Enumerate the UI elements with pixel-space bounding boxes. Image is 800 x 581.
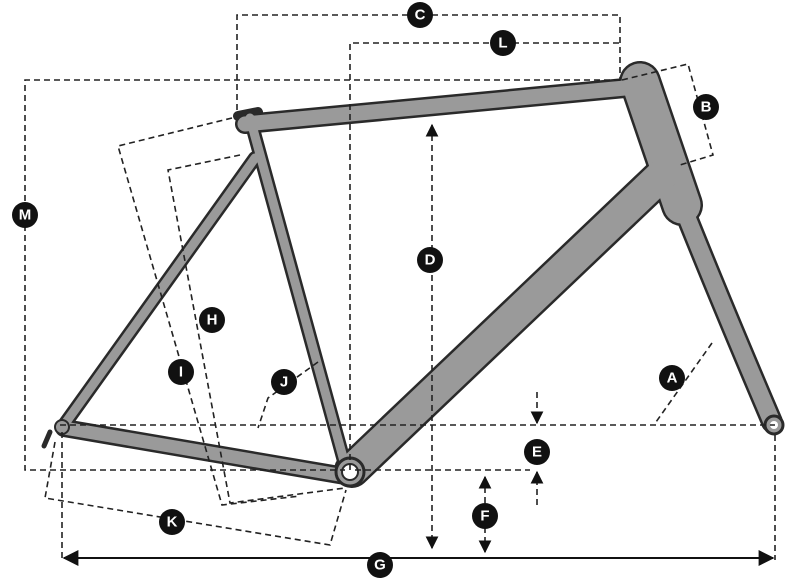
dim-m xyxy=(24,79,620,471)
label-c: C xyxy=(407,2,433,28)
svg-text:C: C xyxy=(415,7,426,24)
dim-c xyxy=(236,14,621,110)
dimension-lines xyxy=(24,14,776,566)
label-k: K xyxy=(159,509,185,535)
svg-text:J: J xyxy=(280,374,288,391)
label-g: G xyxy=(367,552,393,578)
svg-text:I: I xyxy=(179,364,183,381)
svg-text:H: H xyxy=(207,312,218,329)
svg-text:A: A xyxy=(667,370,678,387)
svg-text:L: L xyxy=(498,35,507,52)
dim-i xyxy=(116,117,301,506)
label-l: L xyxy=(490,30,516,56)
label-e: E xyxy=(524,439,550,465)
label-a: A xyxy=(659,365,685,391)
dim-h xyxy=(167,154,346,504)
label-h: H xyxy=(199,307,225,333)
label-b: B xyxy=(693,94,719,120)
dim-k xyxy=(44,441,347,546)
dim-j xyxy=(257,361,319,429)
label-i: I xyxy=(168,359,194,385)
svg-text:G: G xyxy=(374,557,386,574)
svg-text:K: K xyxy=(167,514,178,531)
svg-text:B: B xyxy=(701,99,712,116)
svg-text:E: E xyxy=(532,444,542,461)
svg-text:F: F xyxy=(480,508,489,525)
label-d: D xyxy=(417,247,443,273)
label-j: J xyxy=(271,369,297,395)
rear-dropout xyxy=(54,419,70,435)
svg-text:D: D xyxy=(425,252,436,269)
svg-text:M: M xyxy=(19,207,32,224)
dim-a xyxy=(655,342,713,423)
label-m: M xyxy=(12,202,38,228)
label-f: F xyxy=(472,503,498,529)
bike-frame xyxy=(41,61,785,488)
dim-l xyxy=(349,42,620,470)
